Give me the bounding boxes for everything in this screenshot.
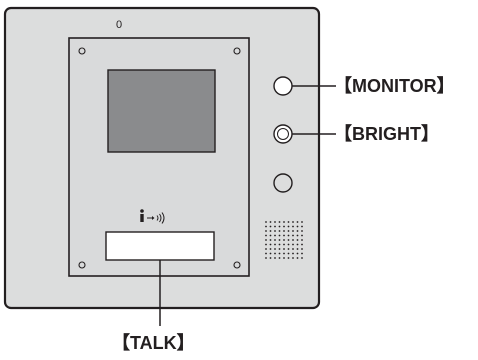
- speaker-hole: [269, 221, 272, 223]
- speaker-hole: [301, 234, 303, 237]
- speaker-hole: [301, 225, 303, 228]
- speaker-hole: [274, 230, 276, 232]
- speaker-hole: [269, 230, 272, 232]
- speaker-hole: [287, 252, 290, 255]
- speaker-hole: [278, 225, 281, 228]
- display-screen: [107, 69, 216, 153]
- speaker-hole: [269, 257, 272, 259]
- speaker-hole: [296, 221, 299, 223]
- speaker-hole: [265, 248, 267, 250]
- speaker-grille-icon: [265, 221, 303, 259]
- speaker-hole: [278, 230, 281, 232]
- speaker-hole: [292, 252, 294, 255]
- speaker-hole: [269, 225, 272, 228]
- speaker-hole: [296, 225, 299, 228]
- speaker-hole: [296, 230, 299, 232]
- speaker-hole: [283, 234, 285, 237]
- speaker-hole: [274, 257, 276, 259]
- speaker-hole: [292, 239, 294, 241]
- speaker-hole: [292, 230, 294, 232]
- speaker-hole: [283, 257, 285, 259]
- speaker-hole: [274, 234, 276, 237]
- speaker-hole: [274, 239, 276, 241]
- speaker-hole: [278, 252, 281, 255]
- speaker-hole: [278, 243, 281, 246]
- speaker-hole: [301, 243, 303, 246]
- speaker-hole: [278, 257, 281, 259]
- speaker-hole: [283, 225, 285, 228]
- speaker-hole: [274, 225, 276, 228]
- speaker-hole: [301, 230, 303, 232]
- monitor-label: 【MONITOR】: [334, 76, 455, 96]
- speaker-hole: [296, 243, 299, 246]
- speaker-hole: [296, 257, 299, 259]
- speaker-hole: [265, 221, 267, 223]
- speaker-hole: [274, 243, 276, 246]
- speaker-hole: [274, 221, 276, 223]
- speaker-hole: [283, 252, 285, 255]
- speaker-hole: [301, 221, 303, 223]
- speaker-hole: [292, 221, 294, 223]
- speaker-hole: [292, 243, 294, 246]
- speaker-hole: [301, 239, 303, 241]
- speaker-hole: [265, 239, 267, 241]
- speaker-hole: [287, 257, 290, 259]
- speaker-hole: [269, 239, 272, 241]
- talk-button[interactable]: [105, 231, 215, 261]
- speaker-hole: [265, 252, 267, 255]
- screw-bottom-right: [233, 261, 241, 269]
- screw-top-left: [78, 47, 86, 55]
- speaker-hole: [292, 234, 294, 237]
- speaker-hole: [292, 225, 294, 228]
- speaker-hole: [274, 248, 276, 250]
- round-button-icon[interactable]: [273, 173, 293, 193]
- bright-label: 【BRIGHT】: [334, 124, 439, 144]
- speaker-hole: [283, 239, 285, 241]
- speaker-hole: [287, 230, 290, 232]
- monitor-button-icon[interactable]: [273, 76, 293, 96]
- speaker-hole: [287, 239, 290, 241]
- speaker-hole: [287, 234, 290, 237]
- speaker-hole: [292, 257, 294, 259]
- speaker-hole: [265, 257, 267, 259]
- speaker-hole: [292, 248, 294, 250]
- speaker-hole: [269, 243, 272, 246]
- talk-label: 【TALK】: [112, 333, 195, 353]
- speaker-hole: [287, 248, 290, 250]
- speaker-hole: [301, 252, 303, 255]
- speaker-hole: [287, 221, 290, 223]
- speaker-hole: [296, 239, 299, 241]
- speaker-hole: [269, 248, 272, 250]
- speaker-hole: [301, 257, 303, 259]
- speaker-hole: [301, 248, 303, 250]
- speaker-hole: [265, 243, 267, 246]
- speaker-hole: [296, 248, 299, 250]
- speaker-hole: [278, 234, 281, 237]
- speaker-hole: [283, 230, 285, 232]
- speaker-hole: [287, 225, 290, 228]
- speaker-hole: [274, 252, 276, 255]
- speaker-hole: [296, 234, 299, 237]
- speaker-hole: [283, 248, 285, 250]
- speaker-hole: [287, 243, 290, 246]
- speaker-hole: [269, 234, 272, 237]
- speaker-hole: [296, 252, 299, 255]
- speaker-hole: [265, 230, 267, 232]
- screw-bottom-left: [78, 261, 86, 269]
- speaker-hole: [265, 225, 267, 228]
- bright-button-icon[interactable]: [273, 124, 293, 144]
- indicator-mark: 0: [116, 19, 122, 31]
- screw-top-right: [233, 47, 241, 55]
- speaker-hole: [278, 221, 281, 223]
- speaker-hole: [283, 221, 285, 223]
- speaker-hole: [283, 243, 285, 246]
- wireless-signal-icon: [147, 212, 165, 224]
- speaker-hole: [269, 252, 272, 255]
- speaker-hole: [265, 234, 267, 237]
- speaker-hole: [278, 239, 281, 241]
- speaker-hole: [278, 248, 281, 250]
- info-icon: [140, 209, 144, 222]
